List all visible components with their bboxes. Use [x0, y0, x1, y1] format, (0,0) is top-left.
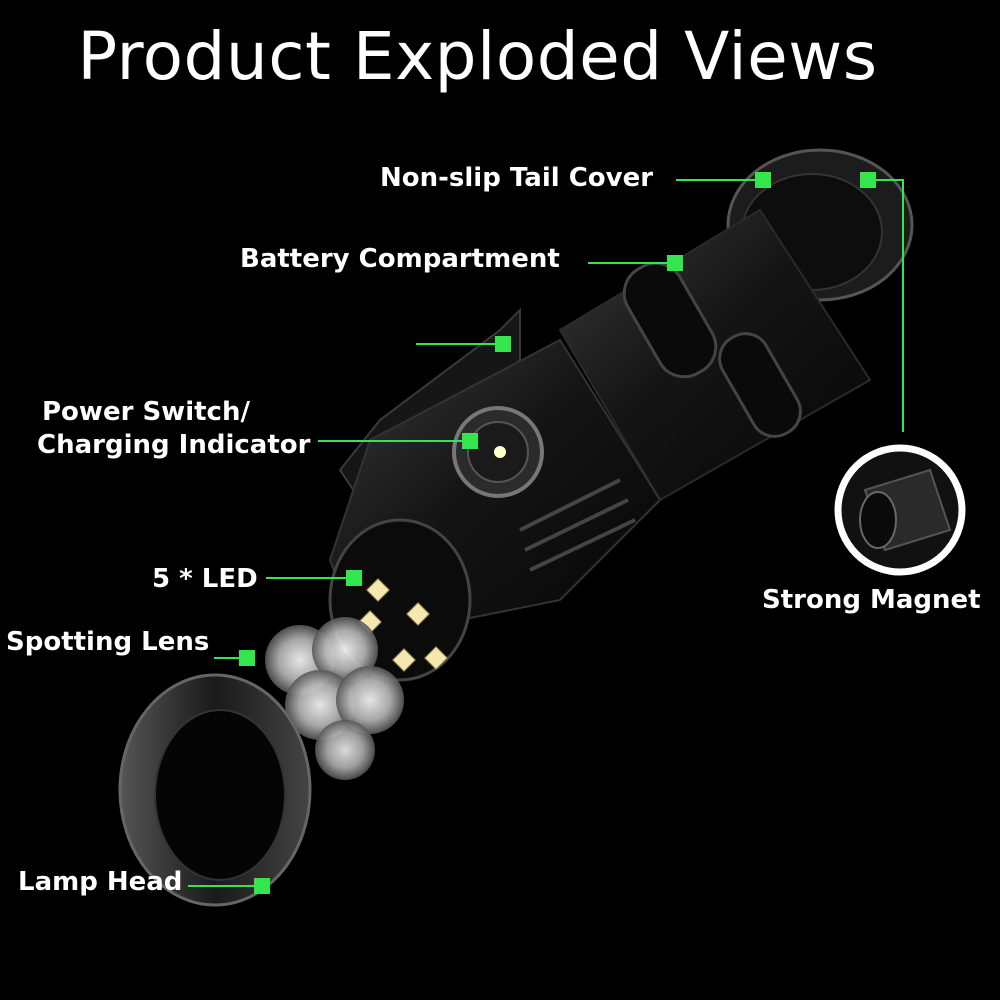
label-power-switch-line1: Power Switch/	[42, 397, 250, 427]
marker-spotting-lens	[239, 650, 255, 666]
label-battery-compartment: Battery Compartment	[240, 244, 560, 274]
leader-lines	[188, 179, 904, 887]
spotting-lens-shape	[265, 617, 404, 780]
label-power-switch-line2: Charging Indicator	[37, 430, 311, 460]
label-lamp-head: Lamp Head	[18, 867, 183, 897]
marker-power-switch	[462, 433, 478, 449]
marker-tail-cover	[755, 172, 771, 188]
marker-led	[346, 570, 362, 586]
label-spotting-lens: Spotting Lens	[6, 627, 210, 657]
magnet-inset	[834, 444, 966, 576]
marker-magnet-top	[860, 172, 876, 188]
label-strong-magnet: Strong Magnet	[762, 585, 981, 615]
marker-battery	[667, 255, 683, 271]
lamp-head-shape	[118, 673, 312, 907]
marker-lamp-head	[254, 878, 270, 894]
label-led: 5 * LED	[152, 564, 258, 594]
page-title: Product Exploded Views	[77, 18, 878, 95]
label-tail-cover: Non-slip Tail Cover	[380, 163, 654, 193]
marker-clip	[495, 336, 511, 352]
